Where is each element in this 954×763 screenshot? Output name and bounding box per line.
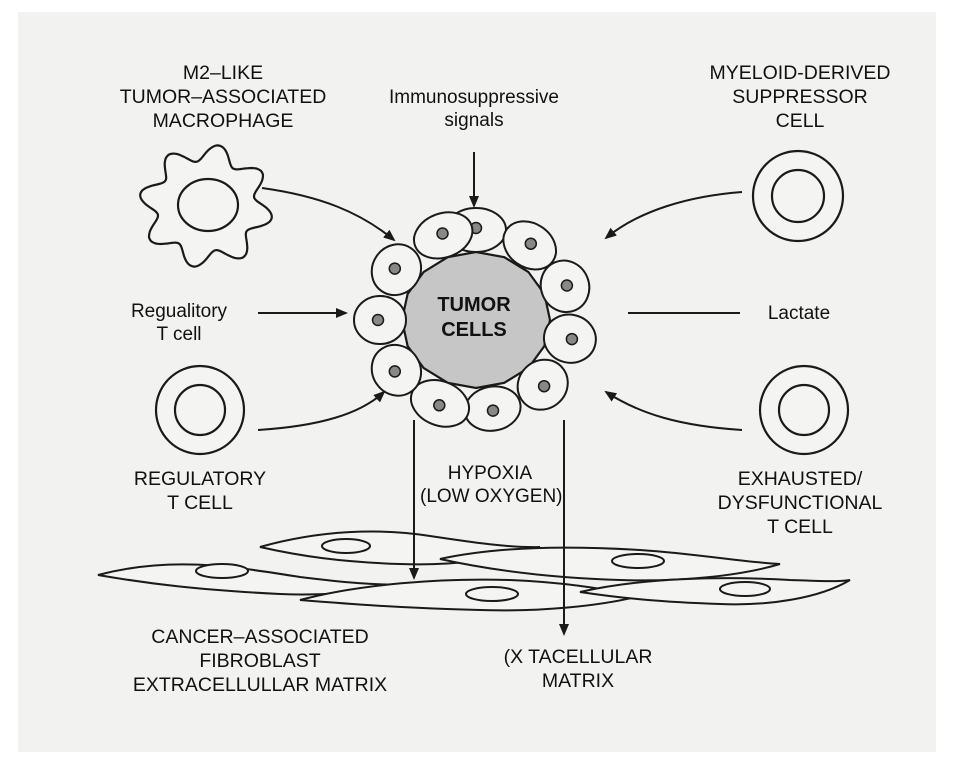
label-line: MYELOID-DERIVED [690,62,910,86]
label-lactate: Lactate [744,302,854,325]
label-line: Lactate [744,302,854,325]
tumor-cell-nucleus [525,238,536,249]
label-line: FIBROBLAST [92,650,428,674]
label-mdsc: MYELOID-DERIVED SUPPRESSOR CELL [690,62,910,133]
arrow-macrophage [262,188,394,240]
label-line: T cell [104,323,254,346]
fibroblast-nucleus [322,539,370,553]
tumor-cell-nucleus [437,228,448,239]
label-line: TUMOR [414,293,534,318]
label-line: CELL [690,110,910,134]
mdsc-nucleus [772,170,824,222]
mdsc-cell [753,151,843,241]
fibroblast-nucleus [720,582,770,596]
label-cancer-associated-fibroblast: CANCER–ASSOCIATED FIBROBLAST EXTRACELLUL… [92,626,428,697]
label-line: MACROPHAGE [108,110,338,134]
arrow-treg-cell [258,392,384,430]
treg-cell [156,366,244,454]
tumor-cell-nucleus [488,405,499,416]
tumor-cell-nucleus [434,400,445,411]
fibroblast-cell [440,548,780,581]
label-line: SUPPRESSOR [690,86,910,110]
arrow-exhausted [606,392,742,430]
fibroblast-nucleus [466,587,518,601]
label-macrophage: M2–LIKE TUMOR–ASSOCIATED MACROPHAGE [108,62,338,133]
label-tumor-cells: TUMOR CELLS [414,293,534,343]
label-line: CANCER–ASSOCIATED [92,626,428,650]
label-line: TUMOR–ASSOCIATED [108,86,338,110]
label-line: EXTRACELLULLAR MATRIX [92,674,428,698]
tumor-cell-nucleus [566,334,577,345]
label-exhausted-t-cell: EXHAUSTED/ DYSFUNCTIONAL T CELL [690,468,910,539]
fibroblast-nucleus [612,554,664,568]
tumor-cell-nucleus [373,315,384,326]
label-line: T CELL [690,516,910,540]
fibroblast-layer [98,531,850,610]
label-extracellular-matrix: (X TACELLULAR MATRIX [488,646,668,694]
label-line: M2–LIKE [108,62,338,86]
tumor-cell-nucleus [389,366,400,377]
exhausted-tcell [760,366,848,454]
label-regulatory-t-cell: REGULATORY T CELL [100,468,300,516]
label-immunosuppressive-signals: Immunosuppressive signals [352,86,596,132]
label-line: DYSFUNCTIONAL [690,492,910,516]
label-line: MATRIX [488,670,668,694]
macrophage-cell [140,145,272,266]
treg-nucleus [175,385,225,435]
label-treg-signal: Regualitory T cell [104,300,254,346]
fibroblast-nucleus [196,564,248,578]
label-line: Immunosuppressive [352,86,596,109]
label-line: Regualitory [104,300,254,323]
label-line: EXHAUSTED/ [690,468,910,492]
arrow-mdsc [606,192,742,238]
label-hypoxia: HYPOXIA (LOW OXYGEN) [420,462,560,508]
label-line: signals [352,109,596,132]
macrophage-nucleus [178,179,238,231]
label-line: REGULATORY [100,468,300,492]
label-line: HYPOXIA [420,462,560,485]
tumor-cell-nucleus [539,381,550,392]
exhausted-nucleus [779,385,829,435]
tumor-cell-nucleus [389,263,400,274]
label-line: (LOW OXYGEN) [420,485,560,508]
label-line: CELLS [414,318,534,343]
tumor-cell-nucleus [561,280,572,291]
label-line: (X TACELLULAR [488,646,668,670]
label-line: T CELL [100,492,300,516]
